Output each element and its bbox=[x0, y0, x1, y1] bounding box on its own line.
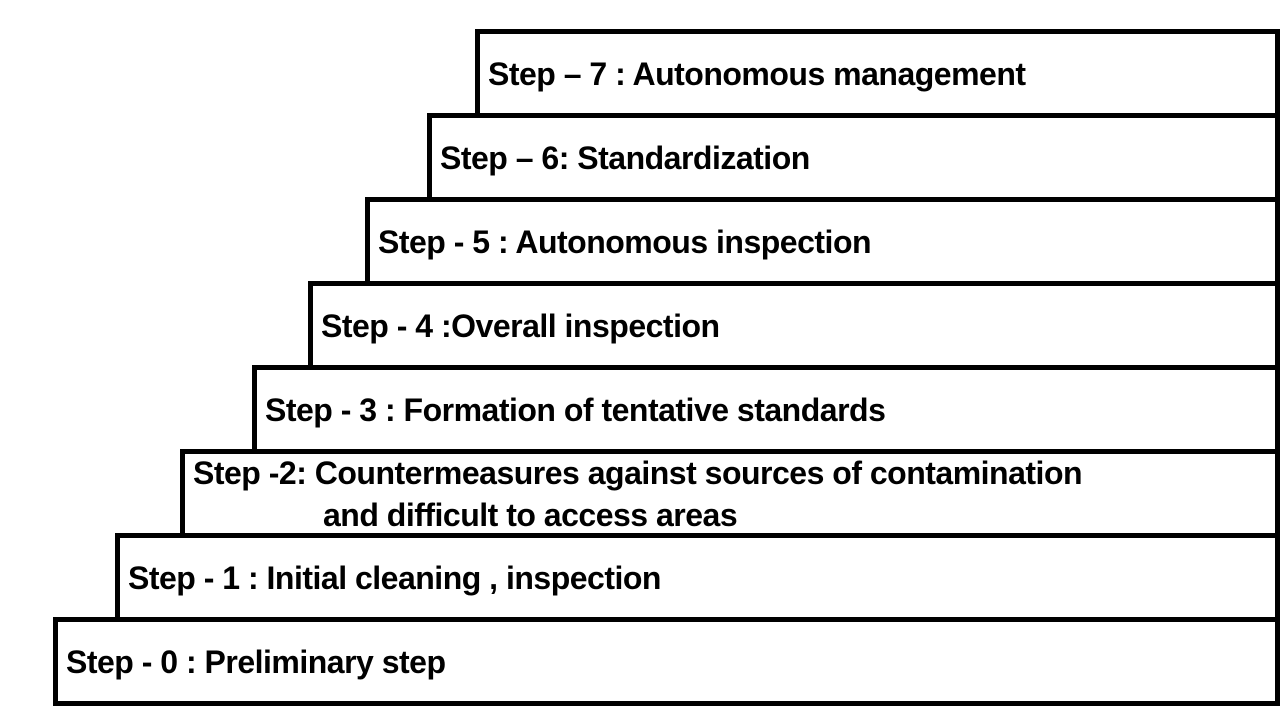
step-3-box: Step - 3 : Formation of tentative standa… bbox=[252, 365, 1280, 454]
step-7-box: Step – 7 : Autonomous management bbox=[475, 29, 1280, 118]
step-7-label: Step – 7 : Autonomous management bbox=[488, 55, 1026, 92]
step-2-label-line-1: Step -2: Countermeasures against sources… bbox=[193, 454, 1083, 491]
step-0-label: Step - 0 : Preliminary step bbox=[66, 643, 446, 680]
step-6-box: Step – 6: Standardization bbox=[427, 113, 1280, 202]
step-1-label: Step - 1 : Initial cleaning , inspection bbox=[128, 559, 661, 596]
step-5-label: Step - 5 : Autonomous inspection bbox=[378, 223, 872, 260]
step-2-label-line-2: and difficult to access areas bbox=[323, 496, 738, 533]
step-2-box: Step -2: Countermeasures against sources… bbox=[180, 449, 1280, 538]
step-4-label: Step - 4 :Overall inspection bbox=[321, 307, 720, 344]
step-0-box: Step - 0 : Preliminary step bbox=[53, 617, 1280, 706]
step-6-label: Step – 6: Standardization bbox=[440, 139, 810, 176]
step-1-box: Step - 1 : Initial cleaning , inspection bbox=[115, 533, 1280, 622]
step-5-box: Step - 5 : Autonomous inspection bbox=[365, 197, 1280, 286]
step-4-box: Step - 4 :Overall inspection bbox=[308, 281, 1280, 370]
step-3-label: Step - 3 : Formation of tentative standa… bbox=[265, 391, 886, 428]
